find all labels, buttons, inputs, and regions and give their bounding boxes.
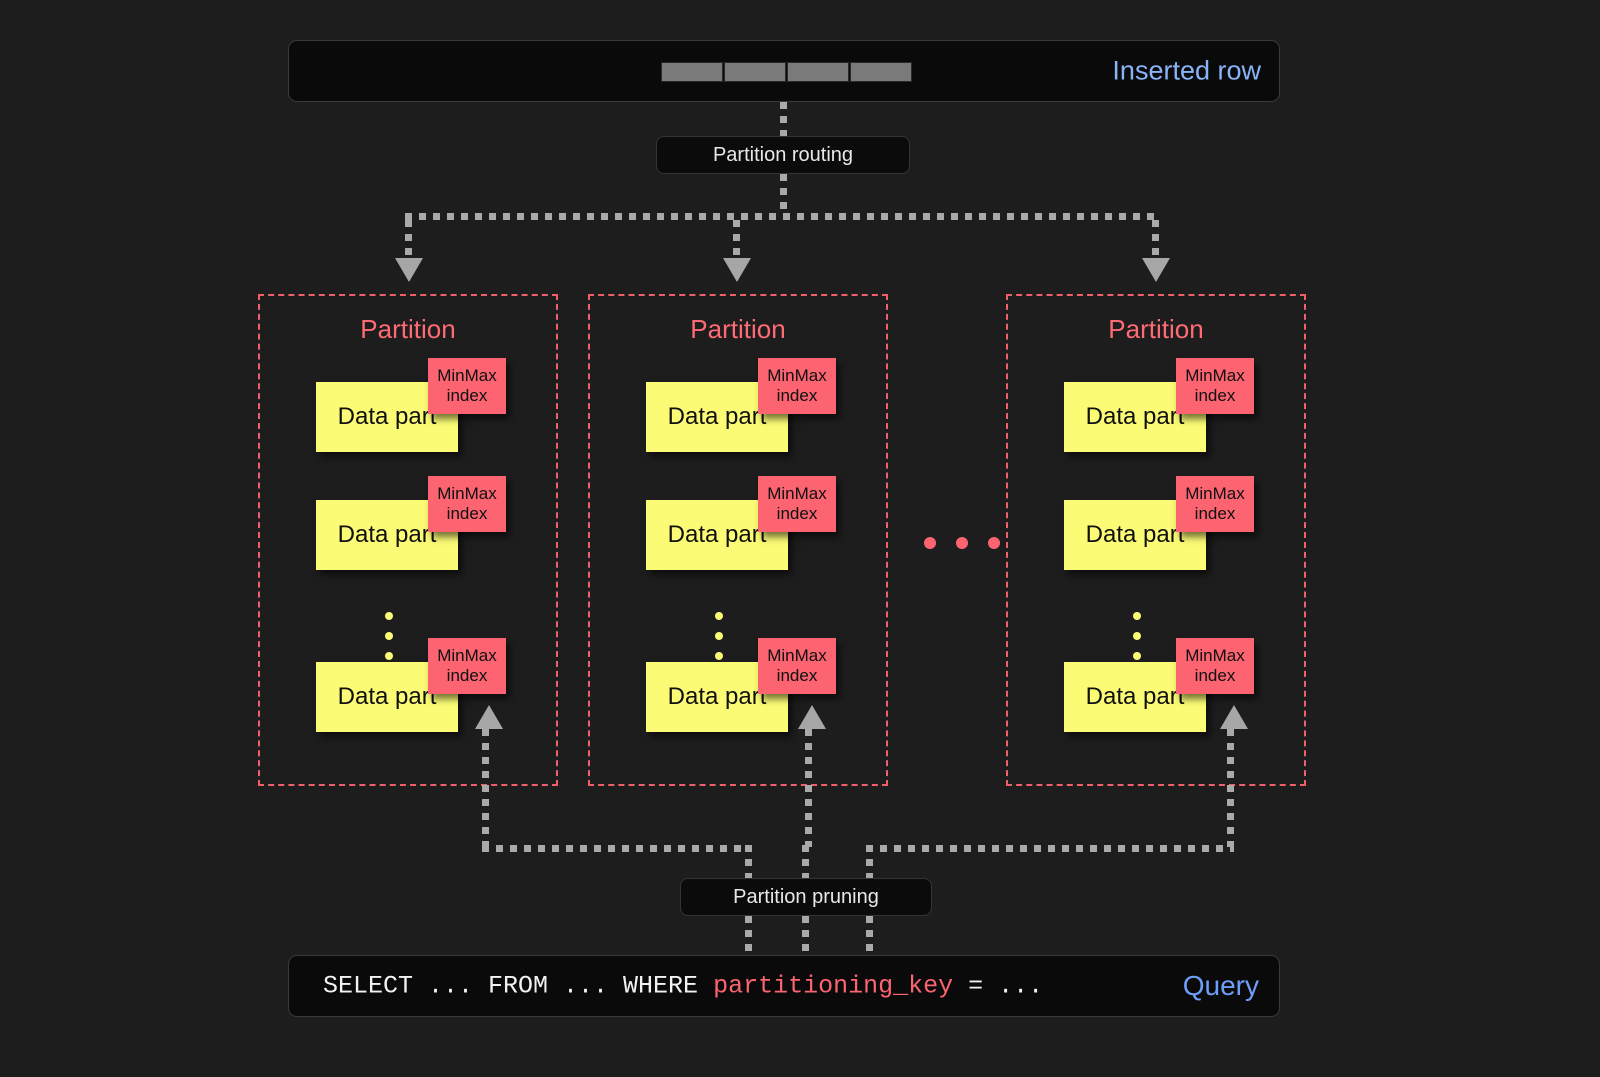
connector-prune-bus-right — [866, 845, 1234, 852]
minmax-line-2: index — [446, 666, 488, 685]
minmax-line-1: MinMax — [1185, 646, 1245, 666]
minmax-index-box: MinMax index — [758, 638, 836, 694]
connector-drop-partition-2 — [733, 220, 740, 262]
minmax-line-2: index — [776, 504, 818, 523]
inserted-row-bar: Inserted row — [288, 40, 1280, 102]
partition-box-2: Partition Data part MinMax index Data pa… — [588, 294, 888, 786]
inserted-row-cells — [661, 62, 912, 82]
data-part-ellipsis — [385, 612, 393, 660]
data-part-box: Data part — [316, 500, 458, 570]
minmax-line-2: index — [1194, 666, 1236, 685]
minmax-index-box: MinMax index — [758, 358, 836, 414]
arrow-down-partition-1 — [395, 258, 423, 282]
minmax-line-2: index — [776, 386, 818, 405]
data-part-box: Data part — [1064, 382, 1206, 452]
row-cell — [661, 62, 723, 82]
minmax-index-box: MinMax index — [1176, 476, 1254, 532]
minmax-line-1: MinMax — [1185, 366, 1245, 386]
minmax-line-1: MinMax — [437, 484, 497, 504]
arrow-up-partition-2 — [798, 705, 826, 729]
arrow-down-partition-3 — [1142, 258, 1170, 282]
connector-bus-to-pruning-2 — [802, 845, 809, 879]
query-suffix: = ... — [953, 971, 1044, 1001]
partition-box-3: Partition Data part MinMax index Data pa… — [1006, 294, 1306, 786]
arrow-down-partition-2 — [723, 258, 751, 282]
minmax-line-1: MinMax — [767, 366, 827, 386]
query-label: Query — [1182, 970, 1259, 1001]
query-partitioning-key: partitioning_key — [713, 971, 954, 1001]
connector-prune-bus-left — [482, 845, 750, 852]
minmax-index-box: MinMax index — [428, 358, 506, 414]
query-text: SELECT ... FROM ... WHERE partitioning_k… — [323, 972, 1043, 1001]
minmax-line-2: index — [1194, 386, 1236, 405]
connector-row-to-routing — [780, 102, 787, 136]
data-part-box: Data part — [1064, 500, 1206, 570]
partition-box-1: Partition Data part MinMax index Data pa… — [258, 294, 558, 786]
connector-drop-partition-1 — [405, 220, 412, 262]
connector-pruning-to-query-3 — [866, 916, 873, 956]
minmax-index-box: MinMax index — [1176, 638, 1254, 694]
partition-ellipsis — [924, 537, 1000, 549]
minmax-index-box: MinMax index — [428, 476, 506, 532]
connector-bus-to-pruning-3 — [866, 845, 873, 879]
minmax-index-box: MinMax index — [758, 476, 836, 532]
query-bar: SELECT ... FROM ... WHERE partitioning_k… — [288, 955, 1280, 1017]
data-part-box: Data part — [1064, 662, 1206, 732]
partition-title: Partition — [1108, 314, 1204, 344]
arrow-up-partition-1 — [475, 705, 503, 729]
connector-prune-up-2 — [805, 729, 812, 847]
data-part-ellipsis — [1133, 612, 1141, 660]
row-cell — [724, 62, 786, 82]
partition-routing-box: Partition routing — [656, 136, 910, 174]
minmax-line-2: index — [446, 386, 488, 405]
connector-prune-up-1 — [482, 729, 489, 847]
data-part-ellipsis — [715, 612, 723, 660]
minmax-line-1: MinMax — [767, 484, 827, 504]
minmax-line-2: index — [776, 666, 818, 685]
minmax-line-1: MinMax — [437, 366, 497, 386]
row-cell — [787, 62, 849, 82]
connector-routing-to-bus — [780, 174, 787, 216]
minmax-line-2: index — [1194, 504, 1236, 523]
row-cell — [850, 62, 912, 82]
minmax-index-box: MinMax index — [428, 638, 506, 694]
connector-pruning-to-query-2 — [802, 916, 809, 956]
arrow-up-partition-3 — [1220, 705, 1248, 729]
minmax-line-1: MinMax — [767, 646, 827, 666]
minmax-index-box: MinMax index — [1176, 358, 1254, 414]
connector-pruning-to-query-1 — [745, 916, 752, 956]
query-prefix: SELECT ... FROM ... WHERE — [323, 971, 714, 1001]
partition-pruning-box: Partition pruning — [680, 878, 932, 916]
minmax-line-1: MinMax — [1185, 484, 1245, 504]
partition-title: Partition — [690, 314, 786, 344]
connector-bus-to-pruning-1 — [745, 845, 752, 879]
partition-title: Partition — [360, 314, 456, 344]
connector-fanout-bus — [405, 213, 1161, 220]
minmax-line-1: MinMax — [437, 646, 497, 666]
minmax-line-2: index — [446, 504, 488, 523]
connector-drop-partition-3 — [1152, 220, 1159, 262]
connector-prune-up-3 — [1227, 729, 1234, 847]
inserted-row-label: Inserted row — [1112, 55, 1261, 86]
